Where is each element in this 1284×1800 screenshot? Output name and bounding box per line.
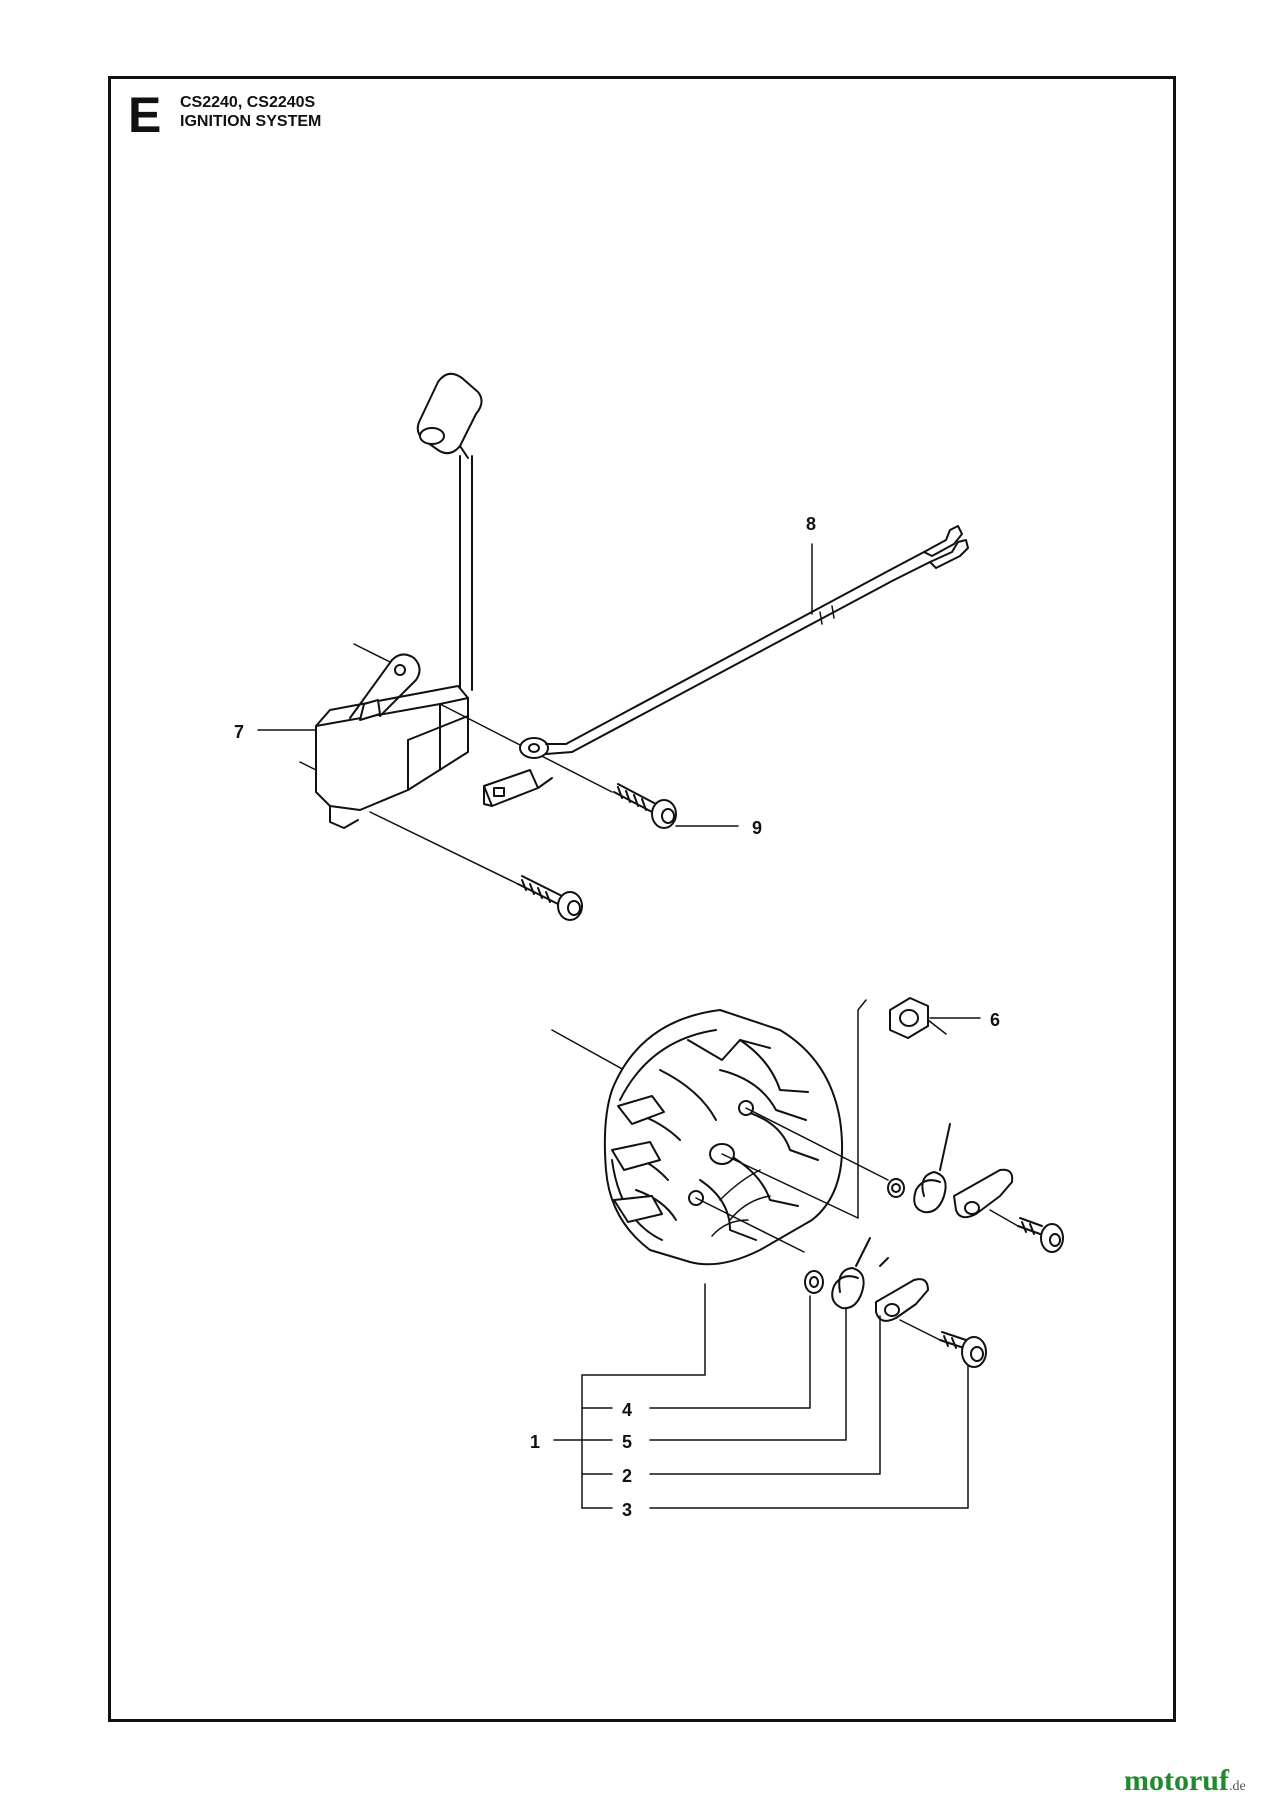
- callout-4: 4: [622, 1400, 632, 1420]
- module-screw-upper: [613, 783, 677, 829]
- callout-7: 7: [234, 722, 244, 742]
- module-screw-lower: [517, 875, 583, 921]
- callout-5: 5: [622, 1432, 632, 1452]
- diagram-frame: [108, 76, 1176, 1722]
- pawl-set-lower: [804, 1237, 987, 1368]
- watermark-logo: motoruf.de: [1124, 1764, 1246, 1798]
- callout-9: 9: [752, 818, 762, 838]
- callout-1: 1: [530, 1432, 540, 1452]
- leader-lines: [257, 543, 981, 1509]
- flywheel-nut: [857, 997, 947, 1219]
- watermark-brand: motoruf: [1124, 1764, 1229, 1797]
- callout-6: 6: [990, 1010, 1000, 1030]
- callout-3: 3: [622, 1500, 632, 1520]
- watermark-suffix: .de: [1228, 1779, 1246, 1794]
- diagram-title: IGNITION SYSTEM: [180, 113, 322, 130]
- callout-2: 2: [622, 1466, 632, 1486]
- ignition-module: [299, 372, 613, 885]
- wire-harness: [483, 525, 969, 807]
- section-letter: E: [128, 87, 162, 143]
- callout-8: 8: [806, 514, 816, 534]
- model-numbers: CS2240, CS2240S: [180, 94, 316, 111]
- pawl-set-upper: [887, 1123, 1064, 1253]
- flywheel: [551, 1009, 889, 1266]
